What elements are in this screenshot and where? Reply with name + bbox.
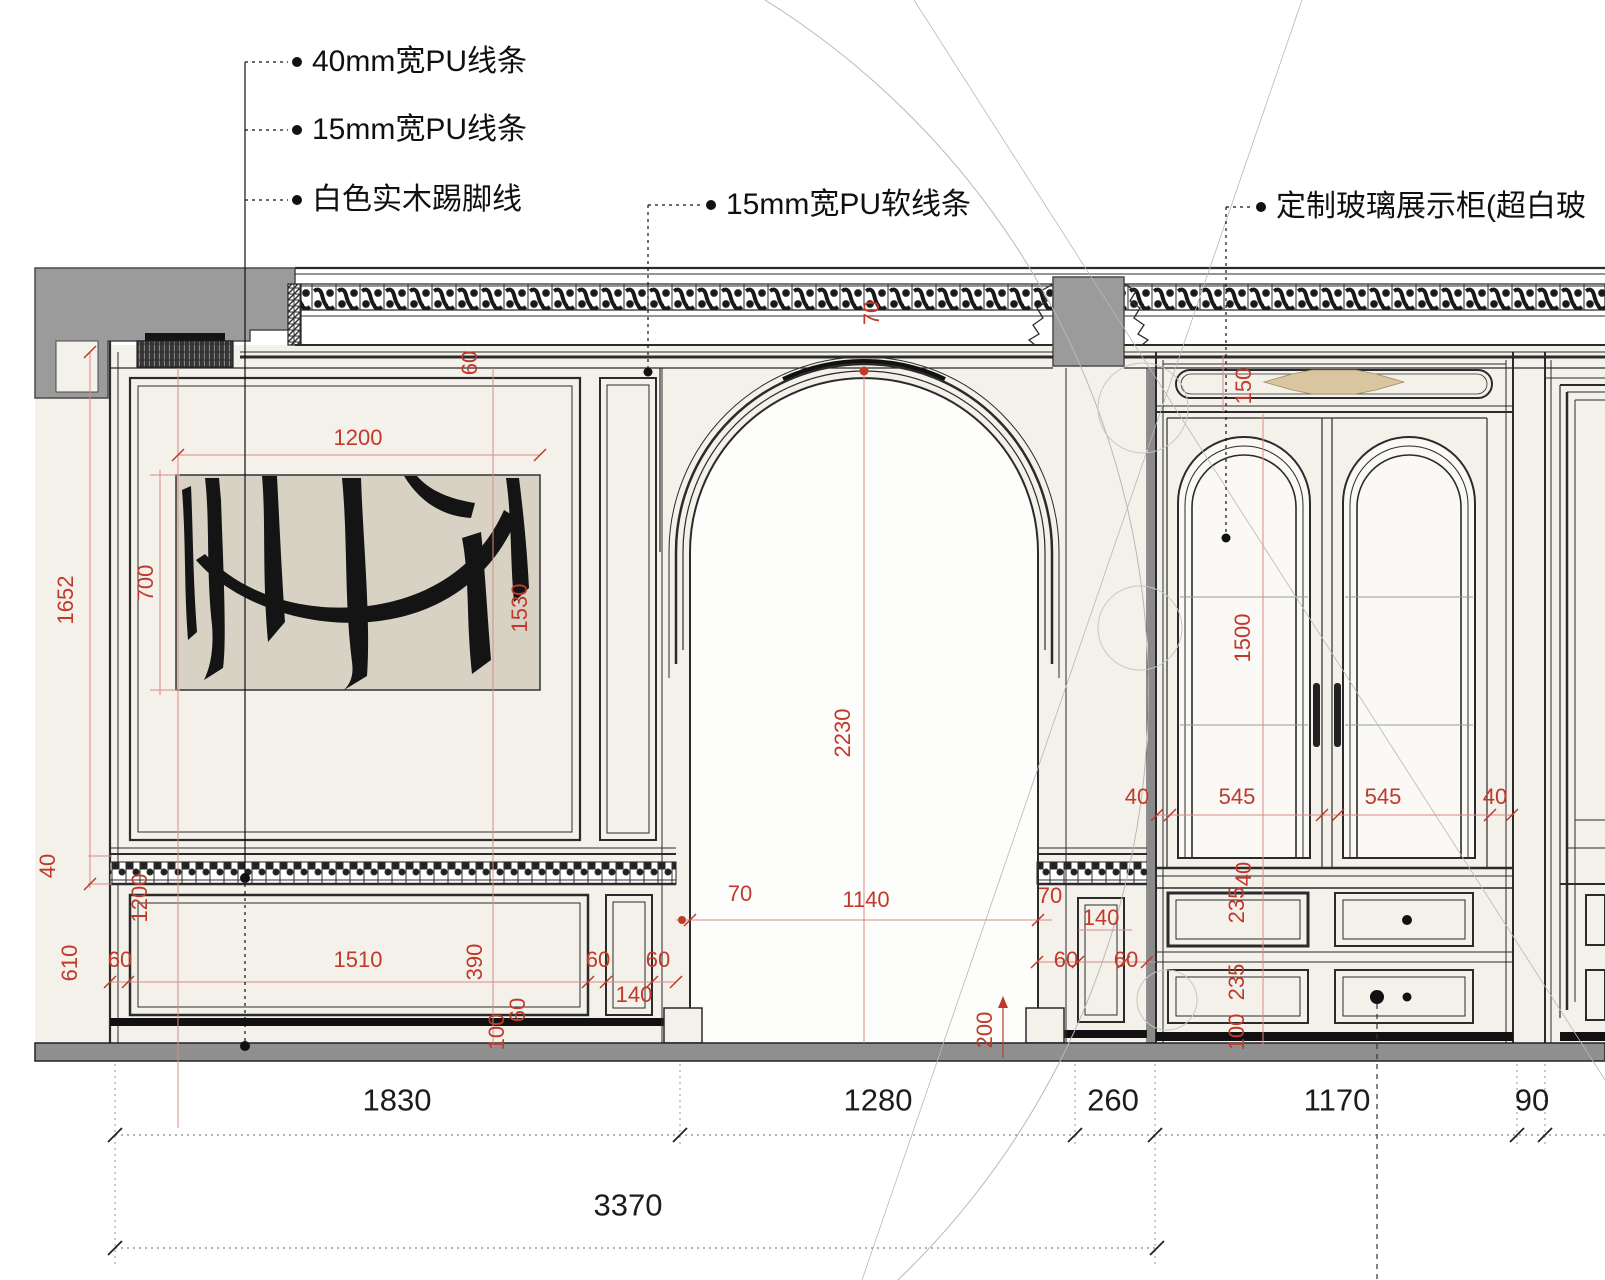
callout-label: 15mm宽PU线条 (312, 113, 528, 146)
dimension-label-red: 1140 (842, 887, 890, 912)
dimension-label-black: 1170 (1303, 1082, 1371, 1118)
dimension-label-red: 1652 (53, 575, 78, 625)
callout-label: 40mm宽PU线条 (312, 45, 528, 78)
dimension-label-red: 140 (615, 982, 653, 1007)
leader-dots (240, 57, 1266, 1051)
floor-line (34, 1042, 1605, 1062)
dimension-label-red: 235 (1224, 886, 1249, 924)
dimension-label-red: 60 (1113, 947, 1139, 972)
drawer-knob (1402, 915, 1412, 925)
callout-label: 定制玻璃展示柜(超白玻 (1276, 190, 1586, 223)
left-wall-panels (108, 341, 661, 1043)
wainscot-panels (110, 893, 1147, 1038)
dado-rail (109, 847, 1148, 886)
dimension-label-red: 1200 (127, 873, 152, 923)
dimension-label-red: 1510 (333, 947, 383, 972)
dimension-label-black: 260 (1087, 1082, 1139, 1118)
dimension-label-red: 545 (1218, 784, 1256, 809)
crown-end-return (287, 283, 302, 346)
jamb-plinth-block (663, 1007, 703, 1044)
dimension-label-black: 90 (1514, 1082, 1550, 1118)
dimension-label-red: 390 (462, 943, 487, 981)
bottom-dimension-lines (107, 1004, 1605, 1280)
dimension-label-black: 1830 (362, 1082, 432, 1118)
dimension-label-red: 100 (484, 1013, 509, 1051)
right-wall-section (1544, 352, 1605, 1043)
dimension-label-black: 1280 (843, 1082, 913, 1118)
dimension-label-red: 70 (1037, 883, 1063, 908)
dimension-label-red: 700 (133, 564, 158, 602)
dimension-label-red: 1530 (507, 583, 532, 633)
carved-ornament (1262, 369, 1406, 395)
dimension-label-red: 150 (1231, 367, 1256, 405)
construction-lines (88, 352, 1512, 1128)
door-handle (1334, 683, 1341, 747)
dimension-label-red: 40 (1482, 784, 1508, 809)
dimension-label-red: 60 (645, 947, 671, 972)
dimension-label-red: 60 (457, 350, 482, 376)
glass-shelf-lines (1180, 596, 1473, 726)
cabinet-glass-doors (1166, 417, 1488, 868)
callout-label: 15mm宽PU软线条 (726, 188, 972, 221)
dimension-label-red: 140 (1082, 905, 1120, 930)
dimension-label-red: 545 (1364, 784, 1402, 809)
dimension-label-red: 1500 (1230, 613, 1255, 663)
dimension-label-red: 235 (1224, 963, 1249, 1001)
arched-opening (661, 356, 1067, 1044)
ceiling-beam (34, 267, 296, 399)
dimension-label-red: 60 (1053, 947, 1079, 972)
cabinet-drawers (1156, 891, 1513, 1024)
door-swing-arcs (764, 0, 1605, 1280)
dimension-label-red: 40 (1231, 861, 1256, 887)
dimension-label-red: 60 (505, 997, 530, 1023)
dimension-label-red: 1200 (333, 425, 383, 450)
dimension-label-red: 100 (1224, 1013, 1249, 1051)
vent-top-bar (145, 333, 225, 341)
wall-pier (1052, 276, 1125, 367)
callout-leaders (244, 61, 1254, 1044)
dimension-label-red: 2230 (830, 708, 855, 758)
dimension-label-red: 40 (1124, 784, 1150, 809)
drawer-knob (1402, 992, 1412, 1002)
dimension-label-red: 70 (727, 881, 753, 906)
dimension-label-red: 60 (107, 947, 133, 972)
air-vent-grille (136, 340, 234, 368)
dimension-label-red: 200 (972, 1011, 997, 1049)
door-handle (1313, 683, 1320, 747)
dimension-ticks-red (83, 345, 1519, 989)
dimension-label-red: 610 (57, 944, 82, 982)
baseboard (110, 1018, 676, 1026)
dimension-label-red: 40 (35, 853, 60, 879)
glass-display-cabinet (1155, 352, 1514, 1043)
dimension-label-red: 60 (585, 947, 611, 972)
callout-label: 白色实木踢脚线 (312, 183, 522, 216)
dimension-label-black: 3370 (593, 1187, 663, 1223)
abstract-artwork (175, 474, 541, 691)
top-rail (110, 351, 1605, 369)
drawer-knob (1370, 990, 1384, 1004)
dimension-label-red: 70 (859, 300, 884, 326)
crown-cornice (287, 266, 1605, 346)
